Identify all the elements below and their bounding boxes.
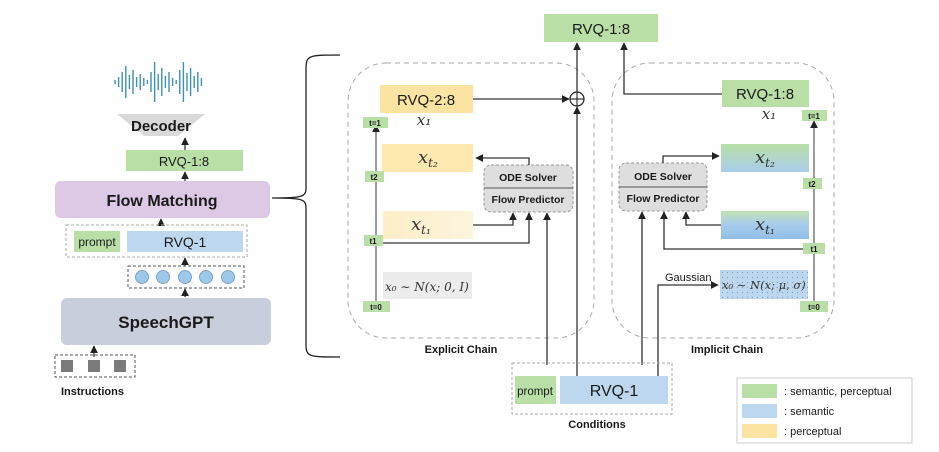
token-circle: [156, 270, 170, 284]
implicit-x0: x₀ ∼ N(x; μ, σ): [722, 278, 806, 292]
rvq-input-label: RVQ-1: [164, 234, 207, 250]
explicit-chain-title: Explicit Chain: [425, 344, 498, 356]
token-circle: [221, 270, 235, 284]
svg-text:t1: t1: [810, 245, 818, 254]
implicit-chain-title: Implicit Chain: [691, 344, 763, 356]
implicit-x0-block: [720, 270, 808, 299]
brace: [271, 54, 341, 358]
svg-text:t=1: t=1: [808, 112, 820, 121]
explicit-solver: ODE Solver Flow Predictor: [483, 164, 574, 213]
svg-text:: semantic, perceptual: : semantic, perceptual: [784, 386, 892, 398]
implicit-xt1-block: [721, 211, 809, 239]
conditions-rvq-label: RVQ-1: [590, 383, 639, 400]
svg-text:: semantic: : semantic: [784, 406, 835, 418]
explicit-chain-frame: [347, 62, 595, 339]
implicit-rvq-block: [722, 80, 809, 107]
flow-predictor-label: Flow Predictor: [627, 193, 700, 205]
top-rvq-output: RVQ-1:8: [544, 14, 658, 42]
arrow: [682, 211, 721, 226]
explicit-rvq-block: [380, 85, 473, 113]
waveform-icon: [114, 62, 203, 102]
implicit-solver: ODE Solver Flow Predictor: [618, 162, 708, 212]
legend: : semantic, perceptual : semantic : perc…: [736, 377, 913, 444]
tick-t1: t1: [803, 243, 825, 254]
explicit-xt2-block: [382, 144, 473, 172]
svg-text:t=1: t=1: [369, 119, 381, 128]
instruction-token: [114, 360, 126, 372]
arrow: [473, 212, 517, 226]
arrow: [660, 211, 803, 250]
implicit-xt1: xt₁: [755, 214, 775, 237]
explicit-xt2: xt₂: [418, 147, 438, 170]
explicit-x0-block: [383, 272, 472, 299]
token-circle: [199, 270, 213, 284]
tick-t0: t=0: [363, 301, 390, 312]
prompt-label: prompt: [78, 235, 116, 249]
flow-predictor-label: Flow Predictor: [492, 194, 565, 206]
top-rvq-label: RVQ-1:8: [572, 21, 630, 38]
token-sequence: [127, 265, 245, 289]
arrow: [383, 212, 533, 244]
legend-swatch: [742, 404, 777, 418]
implicit-xt2-block: [721, 144, 809, 172]
conditions-title: Conditions: [568, 419, 625, 431]
explicit-rvq-label: RVQ-2:8: [397, 92, 455, 109]
ode-solver-label: ODE Solver: [634, 171, 692, 183]
svg-text:t2: t2: [370, 173, 378, 182]
instructions-group: Instructions: [54, 354, 136, 398]
arrow: [657, 281, 719, 376]
flow-matching-block: Flow Matching: [55, 181, 270, 218]
conditions-group: prompt RVQ-1 Conditions: [511, 362, 673, 431]
legend-item: : semantic, perceptual: [742, 384, 892, 398]
implicit-x1: x₁: [762, 105, 776, 123]
condition-input-group: prompt RVQ-1: [65, 224, 248, 258]
svg-text:: perceptual: : perceptual: [784, 426, 841, 438]
speechgpt-label: SpeechGPT: [118, 313, 214, 332]
token-circle: [135, 270, 149, 284]
ode-solver-label: ODE Solver: [499, 172, 557, 184]
legend-item: : perceptual: [742, 424, 841, 438]
svg-text:t2: t2: [808, 180, 816, 189]
tick-t1-end: t=1: [363, 117, 388, 128]
svg-text:t1: t1: [369, 237, 377, 246]
explicit-xt1-block: [383, 211, 473, 239]
tick-t0: t=0: [800, 301, 828, 312]
decoder-block: Decoder: [117, 114, 205, 136]
legend-item: : semantic: [742, 404, 835, 418]
speechgpt-block: SpeechGPT: [61, 298, 271, 345]
arrow: [475, 154, 530, 165]
implicit-chain: Implicit Chain RVQ-1:8 x₁ xt₂ xt₁ x₀ ∼ N…: [611, 42, 835, 376]
instruction-token: [61, 360, 73, 372]
tick-t1: t1: [364, 235, 383, 246]
sum-icon: [569, 91, 585, 107]
instruction-token: [88, 360, 100, 372]
svg-text:t=0: t=0: [370, 303, 382, 312]
explicit-x0: x₀ ∼ N(x; 0, I): [385, 280, 469, 294]
tick-t1-end: t=1: [802, 110, 827, 121]
tick-t2: t2: [803, 178, 822, 189]
legend-swatch: [742, 424, 777, 438]
arrow: [620, 42, 722, 95]
arrow: [662, 152, 720, 163]
explicit-x1: x₁: [417, 111, 431, 129]
flow-matching-label: Flow Matching: [106, 193, 217, 210]
explicit-chain: Explicit Chain RVQ-2:8 x₁ xt₂ xt₁ x₀ ∼ N…: [347, 62, 595, 365]
svg-text:t=0: t=0: [808, 303, 820, 312]
implicit-xt2: xt₂: [755, 147, 775, 170]
decoder-label: Decoder: [131, 118, 191, 135]
legend-swatch: [742, 384, 777, 398]
explicit-xt1: xt₁: [411, 214, 431, 237]
tick-t2: t2: [365, 171, 384, 182]
token-circle: [178, 270, 192, 284]
instructions-label: Instructions: [61, 386, 124, 398]
rvq-output-block: RVQ-1:8: [126, 150, 243, 171]
gaussian-label: Gaussian: [665, 272, 711, 284]
implicit-rvq-label: RVQ-1:8: [736, 86, 794, 103]
rvq-output-label: RVQ-1:8: [159, 154, 209, 169]
implicit-chain-frame: [611, 62, 835, 339]
conditions-prompt-label: prompt: [517, 386, 554, 398]
